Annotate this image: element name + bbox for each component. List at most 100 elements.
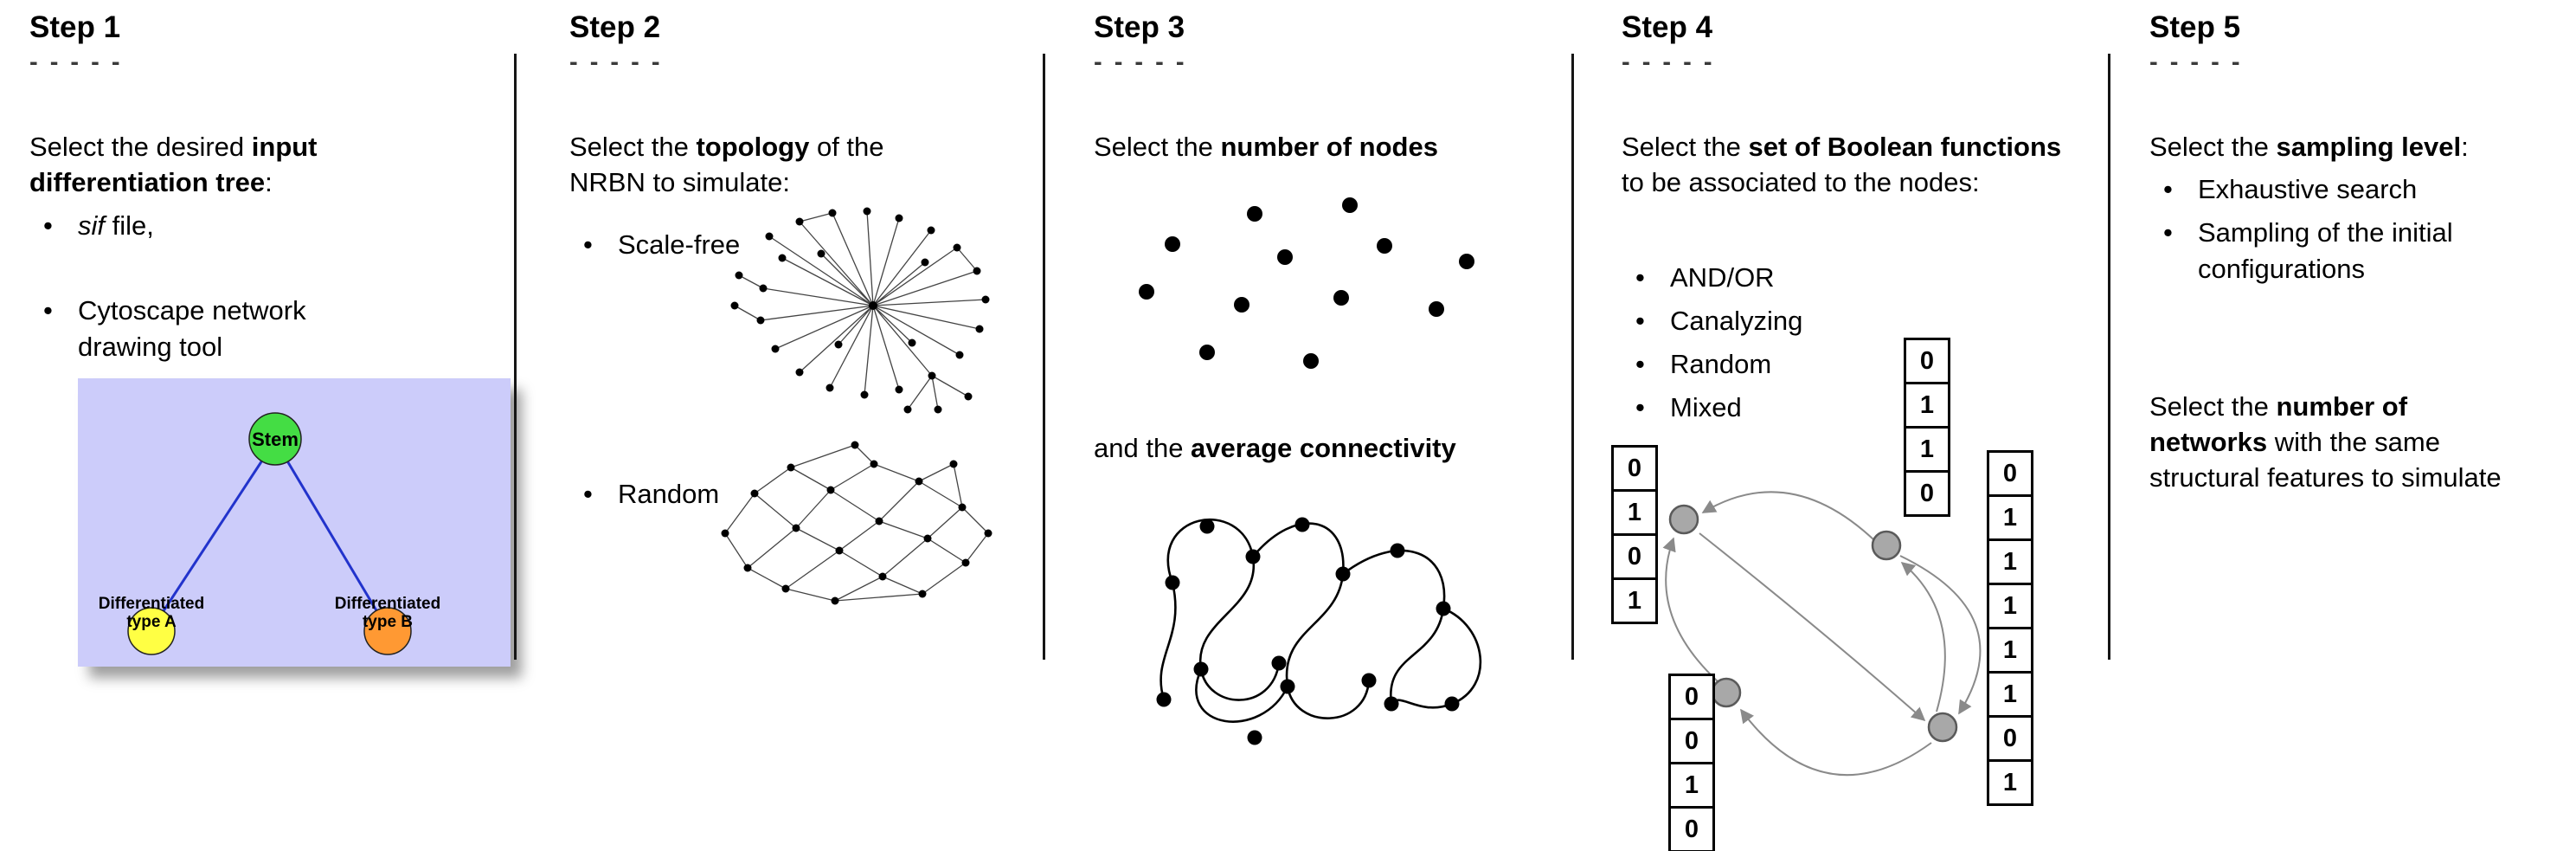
text-segment: Select the [2149,391,2277,422]
step3-column: Step 3 - - - - - Select the number of no… [1089,0,1560,851]
bullet-item: Exhaustive search [2149,171,2530,208]
sif-italic: sif [78,210,105,241]
scale-free-edges [734,210,986,410]
text-segment: : [265,166,273,197]
binary-cell: 1 [1611,489,1658,536]
bullet-item: Mixed [1622,390,1950,426]
step1-title: Step 1 [29,10,121,44]
text-segment: Select the [1622,132,1749,162]
random-edges [724,444,989,602]
binary-cell: 1 [1987,671,2033,718]
differentiated-a-node [127,607,176,655]
bullet-item: Random [1622,346,1950,383]
binary-cell: 1 [1904,426,1950,473]
text-segment: Select the [1094,132,1221,162]
text-segment: Select the [569,132,697,162]
binary-cell: 1 [1987,627,2033,674]
text-segment: Select the desired [29,132,252,162]
binary-cell: 1 [1987,494,2033,541]
step1-dashes: - - - - - [29,48,123,76]
text-segment: of the NRBN to simulate: [569,132,884,197]
column-divider [514,54,517,660]
binary-cell: 1 [1987,759,2033,806]
scale-free-nodes [730,207,990,414]
step3-instruction-connectivity: and the average connectivity [1094,431,1561,467]
binary-cell: 0 [1987,715,2033,762]
step5-column: Step 5 - - - - - Select the sampling lev… [2144,0,2564,851]
binary-cell: 1 [1987,538,2033,585]
bullet-item: Sampling of the initial configurations [2149,215,2530,287]
boolean-function-list: AND/OR CanalyzingRandomMixed [1622,260,1950,432]
binary-cell: 0 [1611,533,1658,580]
bullet-scale-free: Scale-free [569,227,817,263]
scribble-dots [1156,517,1460,745]
step3-instruction-nodes: Select the number of nodes [1094,130,1561,165]
bullet-random: Random [569,476,817,513]
binary-cell: 0 [1987,450,2033,497]
binary-cell: 1 [1668,762,1715,809]
text-segment-bold: number of nodes [1220,132,1438,162]
column-divider [2108,54,2110,660]
step4-column: Step 4 - - - - - Select the set of Boole… [1611,0,2101,851]
step3-title: Step 3 [1094,10,1185,44]
scattered-nodes-graphic [1139,197,1474,369]
text-segment: : [2461,132,2469,162]
text-segment: with the same structural features to sim… [2149,426,2502,493]
column-divider [1043,54,1045,660]
bullet-sif-file: sif file, [29,208,476,244]
stem-node-label: Stem [252,429,299,450]
step4-title: Step 4 [1622,10,1713,44]
scale-free-network-graphic [730,207,990,414]
step2-dashes: - - - - - [569,48,663,76]
step4-instruction: Select the set of Boolean functions to b… [1622,130,2072,201]
differentiated-b-label: Differentiated type B [334,595,441,631]
binary-cell: 0 [1611,445,1658,492]
step2-instruction: Select the topology of the NRBN to simul… [569,130,941,201]
sampling-level-list: Exhaustive searchSampling of the initial… [2149,171,2530,294]
text-segment-bold: set of Boolean functions [1748,132,2062,162]
random-nodes [721,441,992,605]
text-segment: Select the [2149,132,2277,162]
text-segment-bold: input differentiation tree [29,132,318,197]
binary-cell: 0 [1668,674,1715,720]
sif-rest: file, [105,210,154,241]
step3-dashes: - - - - - [1094,48,1187,76]
differentiated-a-label: Differentiated type A [98,595,205,631]
binary-cell: 0 [1668,718,1715,764]
text-segment: to be associated to the nodes: [1622,166,1980,197]
differentiated-b-node [363,607,412,655]
boolean-network-edges [1662,491,1982,777]
connectivity-scribble-graphic [1156,517,1482,745]
scattered-dots [1139,197,1474,369]
binary-cell: 0 [1904,338,1950,384]
step1-column: Step 1 - - - - - Select the desired inpu… [24,0,511,851]
bullet-item: Canalyzing [1622,303,1950,339]
step2-title: Step 2 [569,10,661,44]
step5-title: Step 5 [2149,10,2241,44]
binary-cell: 1 [1904,382,1950,429]
bullet-item: AND/OR [1622,260,1950,296]
binary-cell: 1 [1611,577,1658,624]
bullet-cytoscape: Cytoscape network drawing tool [29,293,363,365]
tree-edge-left [150,440,277,630]
tree-svg [127,412,412,655]
stem-node [248,412,302,466]
tree-edge-right [273,440,389,630]
column-divider [1571,54,1574,660]
text-segment: and the [1094,433,1192,463]
text-segment-bold: average connectivity [1191,433,1456,463]
step4-dashes: - - - - - [1622,48,1715,76]
step2-column: Step 2 - - - - - Select the topology of … [564,0,1031,851]
boolean-network-graphic [1662,491,1982,777]
binary-cell: 0 [1904,470,1950,517]
step1-instruction: Select the desired input differentiation… [29,130,479,201]
random-network-graphic [721,441,992,605]
text-segment-bold: number of networks [2149,391,2408,457]
text-segment-bold: topology [696,132,810,162]
binary-cell: 0 [1668,806,1715,851]
